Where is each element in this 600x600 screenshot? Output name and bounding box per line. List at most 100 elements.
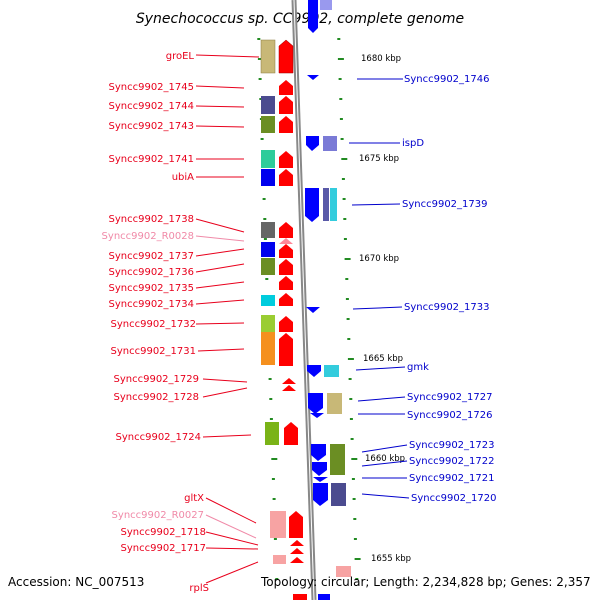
gene-arrow-top[interactable] <box>308 0 318 33</box>
gene-box-ispD[interactable] <box>323 136 337 151</box>
gene-arrow-1727[interactable] <box>308 393 323 414</box>
gene-arrow-1734[interactable] <box>279 293 293 306</box>
gene-label-rplS[interactable]: rplS <box>189 583 209 594</box>
gene-box-1737[interactable] <box>261 242 275 257</box>
gene-label-R0027[interactable]: Syncc9902_R0027 <box>112 510 204 521</box>
gene-arrow-1731[interactable] <box>279 333 293 366</box>
gene-arrow-1745[interactable] <box>279 80 293 95</box>
gene-box-1736[interactable] <box>261 258 275 275</box>
gene-box-gmk[interactable] <box>324 365 339 377</box>
gene-box-gltX[interactable] <box>270 511 286 538</box>
gene-box-lower-right[interactable] <box>336 566 351 577</box>
gene-box-1727[interactable] <box>327 393 342 414</box>
gene-box-1739a[interactable] <box>323 188 329 221</box>
gene-label-1745[interactable]: Syncc9902_1745 <box>109 82 195 93</box>
gene-label-groEL[interactable]: groEL <box>166 51 195 62</box>
gene-label-1722[interactable]: Syncc9902_1722 <box>409 456 495 467</box>
tick-mark-right <box>352 498 356 500</box>
gene-arrow-1720[interactable] <box>313 483 328 506</box>
gene-label-ispD[interactable]: ispD <box>402 138 424 149</box>
gene-arrow-1739[interactable] <box>305 188 319 222</box>
gene-box-1738[interactable] <box>261 222 275 238</box>
gene-arrow-1726[interactable] <box>310 413 324 418</box>
gene-arrow-ispD[interactable] <box>306 136 319 151</box>
gene-arrow-1728[interactable] <box>282 385 296 391</box>
gene-label-1737[interactable]: Syncc9902_1737 <box>109 251 195 262</box>
gene-arrow-1736[interactable] <box>279 259 293 275</box>
gene-arrow-1732[interactable] <box>279 316 293 332</box>
gene-label-1733[interactable]: Syncc9902_1733 <box>404 302 490 313</box>
gene-label-1723[interactable]: Syncc9902_1723 <box>409 440 495 451</box>
gene-label-1741[interactable]: Syncc9902_1741 <box>109 154 195 165</box>
gene-arrow-rplS[interactable] <box>290 557 304 563</box>
gene-arrow-1735[interactable] <box>279 276 293 290</box>
gene-box-1744[interactable] <box>261 96 275 114</box>
gene-box-1732[interactable] <box>261 315 275 332</box>
gene-box-1731[interactable] <box>261 332 275 365</box>
gene-arrow-1723[interactable] <box>311 444 326 461</box>
gene-label-1738[interactable]: Syncc9902_1738 <box>109 214 195 225</box>
gene-box-groEL[interactable] <box>260 39 276 74</box>
gene-label-1726[interactable]: Syncc9902_1726 <box>407 410 493 421</box>
gene-arrow-groEL[interactable] <box>278 39 294 74</box>
rna-arrow-R0028[interactable] <box>279 238 293 244</box>
gene-label-1739[interactable]: Syncc9902_1739 <box>402 199 488 210</box>
gene-label-1743[interactable]: Syncc9902_1743 <box>109 121 195 132</box>
gene-arrow-gmk[interactable] <box>307 365 321 377</box>
gene-label-ubiA[interactable]: ubiA <box>172 172 194 183</box>
gene-arrow-1738[interactable] <box>279 222 293 238</box>
gene-box-1741[interactable] <box>261 150 275 168</box>
gene-label-1732[interactable]: Syncc9902_1732 <box>111 319 197 330</box>
gene-box-1724[interactable] <box>265 422 279 445</box>
gene-label-1717[interactable]: Syncc9902_1717 <box>121 543 207 554</box>
gene-box-bottom[interactable] <box>293 594 307 600</box>
gene-box-1720[interactable] <box>331 483 346 506</box>
gene-label-1729[interactable]: Syncc9902_1729 <box>114 374 200 385</box>
gene-arrow-1741[interactable] <box>279 151 293 168</box>
gene-label-1721[interactable]: Syncc9902_1721 <box>409 473 495 484</box>
gene-arrow-1718[interactable] <box>290 540 304 546</box>
gene-box-rplS[interactable] <box>273 555 286 564</box>
gene-arrow-1721[interactable] <box>313 477 328 482</box>
gene-label-1724[interactable]: Syncc9902_1724 <box>116 432 202 443</box>
gene-arrow-1744[interactable] <box>279 96 293 114</box>
gene-arrow-1733[interactable] <box>306 307 320 313</box>
gene-label-1744[interactable]: Syncc9902_1744 <box>109 101 195 112</box>
tick-mark-left <box>263 238 267 240</box>
gene-label-R0028[interactable]: Syncc9902_R0028 <box>102 231 194 242</box>
gene-label-gltX[interactable]: gltX <box>184 493 204 504</box>
tick-mark-right <box>348 378 352 380</box>
tick-mark-right <box>342 198 346 200</box>
gene-label-1720[interactable]: Syncc9902_1720 <box>411 493 497 504</box>
gene-box-1743[interactable] <box>261 116 275 133</box>
tick-mark-left <box>275 578 279 580</box>
gene-arrow-ubiA[interactable] <box>279 169 293 186</box>
map-title: Synechococcus sp. CC9902, complete genom… <box>136 11 464 27</box>
gene-box-1723[interactable] <box>330 444 345 475</box>
gene-arrow-gltX[interactable] <box>289 511 303 538</box>
gene-label-1746[interactable]: Syncc9902_1746 <box>404 74 490 85</box>
gene-label-1731[interactable]: Syncc9902_1731 <box>111 346 197 357</box>
gene-label-1734[interactable]: Syncc9902_1734 <box>109 299 195 310</box>
gene-label-1736[interactable]: Syncc9902_1736 <box>109 267 195 278</box>
gene-arrow-1746[interactable] <box>307 75 319 80</box>
gene-arrow-1729[interactable] <box>282 378 296 384</box>
tick-mark-right <box>343 218 347 220</box>
gene-label-1728[interactable]: Syncc9902_1728 <box>114 392 200 403</box>
tick-mark-left <box>269 398 273 400</box>
gene-box-top[interactable] <box>320 0 332 10</box>
gene-label-1735[interactable]: Syncc9902_1735 <box>109 283 195 294</box>
gene-arrow-1724[interactable] <box>284 422 298 445</box>
gene-arrow-bottom[interactable] <box>318 594 330 600</box>
gene-arrow-1717[interactable] <box>290 548 304 554</box>
gene-box-ubiA[interactable] <box>261 169 275 186</box>
gene-label-1718[interactable]: Syncc9902_1718 <box>121 527 207 538</box>
gene-box-1739b[interactable] <box>330 188 337 221</box>
gene-arrow-1737[interactable] <box>279 244 293 258</box>
gene-arrow-1722[interactable] <box>312 462 327 476</box>
gene-label-1727[interactable]: Syncc9902_1727 <box>407 392 493 403</box>
gene-label-gmk[interactable]: gmk <box>407 362 429 373</box>
gene-box-1734[interactable] <box>261 295 275 306</box>
gene-arrow-1743[interactable] <box>279 116 293 133</box>
